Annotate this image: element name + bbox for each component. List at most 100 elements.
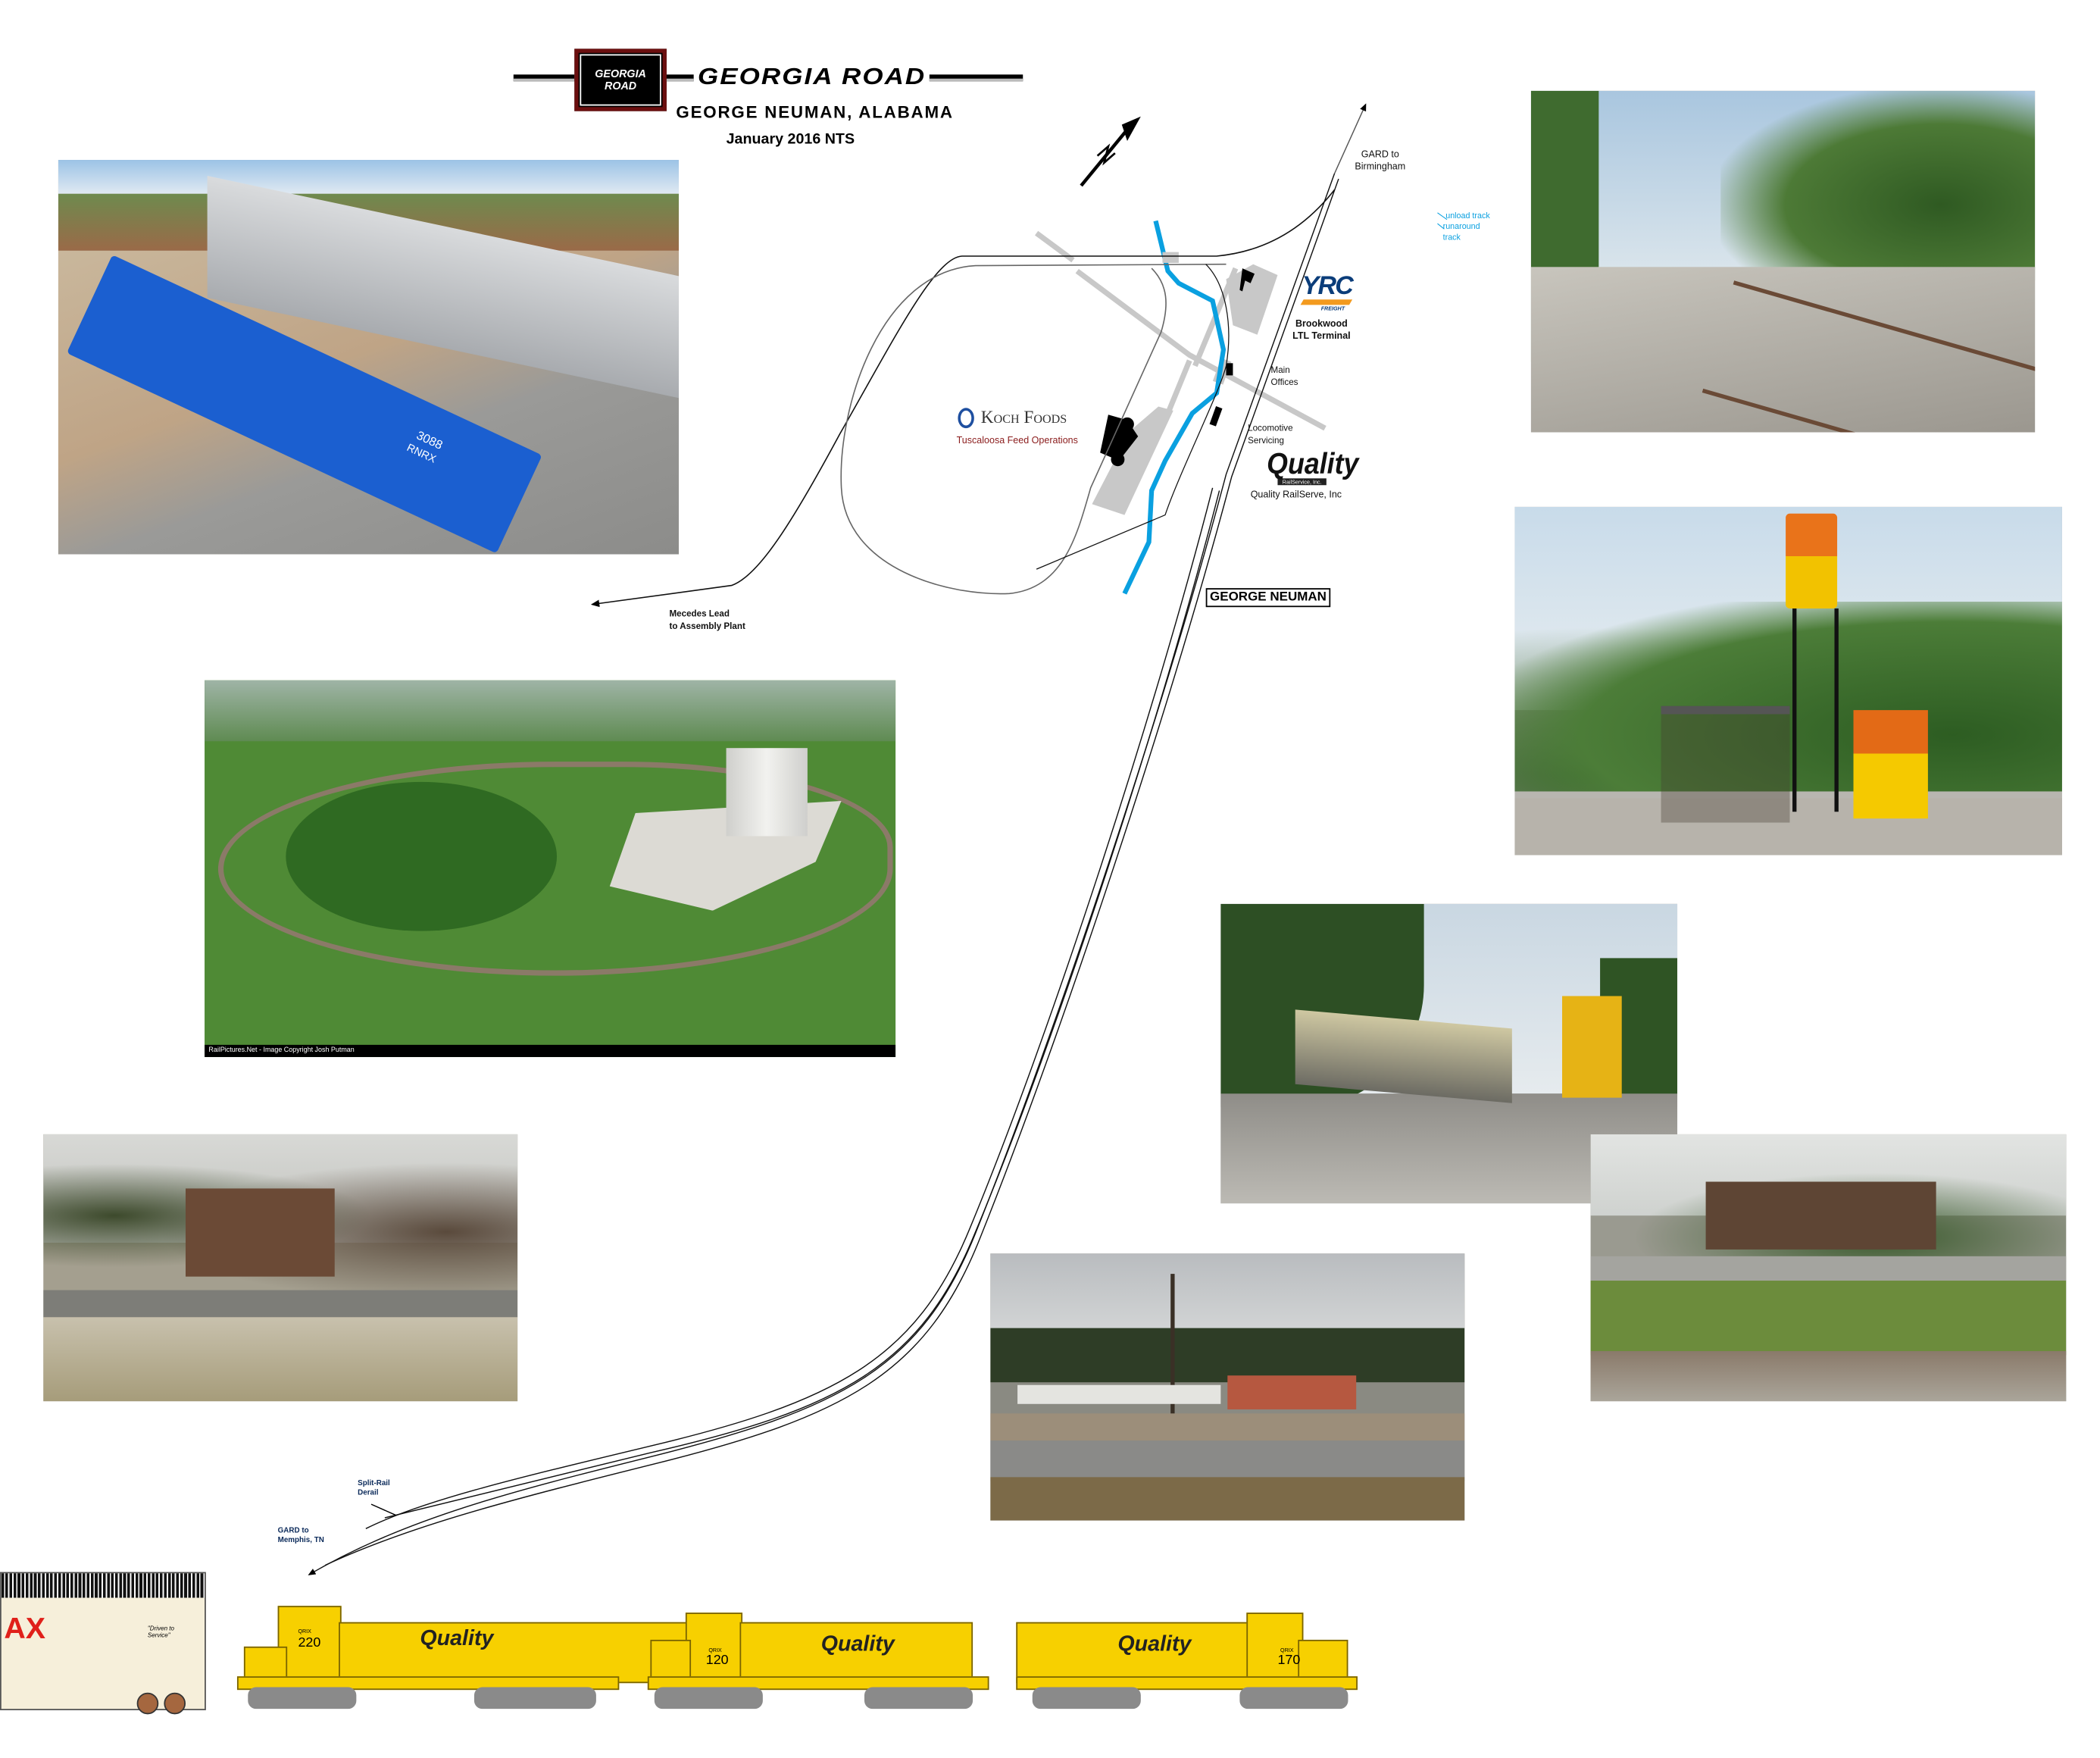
- depot-building: [1705, 1181, 1936, 1250]
- terminal-building: [1227, 1375, 1357, 1409]
- yellow-autorack: [1562, 996, 1622, 1098]
- road-crossing: [1162, 252, 1179, 263]
- label-line: Main: [1270, 365, 1290, 376]
- main-track: [324, 178, 1339, 1566]
- loco-number: 120: [705, 1653, 729, 1669]
- quality-logo-sub: RailService, Inc.: [1277, 478, 1327, 486]
- main-track: [365, 487, 1214, 1529]
- koch-rooster-icon: [958, 407, 974, 428]
- truck: [864, 1687, 973, 1710]
- photo-stone-house: [43, 1134, 518, 1402]
- header-rule-mid: [666, 74, 694, 82]
- engine-house: [1209, 406, 1223, 427]
- railroad-title: GEORGIA ROAD: [698, 64, 927, 90]
- loco-servicing-label: Locomotive Servicing: [1248, 424, 1292, 447]
- truck: [1032, 1687, 1141, 1710]
- servicing-shed: [1661, 705, 1790, 823]
- orange-locomotive: [1853, 710, 1928, 819]
- mercedes-lead-label: Mecedes Lead to Assembly Plant: [669, 610, 745, 633]
- yrc-logo-text: YRC: [1302, 272, 1354, 302]
- location-title: GEORGE NEUMAN, ALABAMA: [676, 102, 954, 122]
- loco-reporting-marks: QRIX: [298, 1627, 311, 1634]
- quality-logo: Quality RailService, Inc.: [1267, 448, 1359, 486]
- yrc-terminal-label: Brookwood LTL Terminal: [1292, 320, 1351, 343]
- birmingham-label: GARD to Birmingham: [1355, 151, 1405, 174]
- main-office-building: [1226, 363, 1233, 376]
- koch-silo: [1111, 452, 1125, 467]
- boxcar-lettering: AX: [4, 1611, 46, 1646]
- truck: [1239, 1687, 1348, 1710]
- station-sign: GEORGE NEUMAN: [1205, 588, 1331, 608]
- roads: [1034, 230, 1327, 431]
- photo-blue-locomotives: 3088 RNRX: [58, 160, 679, 555]
- yrc-logo-sub: FREIGHT: [1320, 305, 1345, 312]
- loop-track-aerial: [217, 762, 893, 976]
- photo-mainline-tracks: [1530, 90, 2036, 433]
- main-offices-label: Main Offices: [1271, 366, 1298, 389]
- koch-logo-text: Koch Foods: [980, 406, 1067, 427]
- forest-inside-loop: [286, 781, 558, 931]
- label-line: GARD to: [277, 1527, 309, 1536]
- koch-foods-logo: Koch Foods: [958, 407, 1067, 429]
- yrc-lot: [1226, 264, 1278, 335]
- locomotive-120: QRIX 120 Quality: [647, 1606, 1003, 1714]
- photo-aerial-feed-mill: RailPictures.Net - Image Copyright Josh …: [205, 680, 896, 1057]
- quality-railserve-label: Quality RailServe, Inc: [1250, 490, 1342, 500]
- photo-caption: RailPictures.Net - Image Copyright Josh …: [208, 1046, 355, 1055]
- water-tower: [1786, 513, 1838, 608]
- label-line: Memphis, TN: [277, 1537, 324, 1545]
- buildings: [1100, 268, 1255, 467]
- birmingham-lead: [1333, 103, 1367, 174]
- stone-building: [186, 1188, 335, 1277]
- yrc-logo: YRC FREIGHT: [1300, 272, 1354, 312]
- derail-pointer: [370, 1503, 396, 1516]
- loco-number: 220: [298, 1635, 321, 1651]
- quality-logo-text: Quality: [820, 1633, 895, 1656]
- locomotive-220: QRIX 220 Quality: [223, 1606, 711, 1714]
- photo-depot-crossing: [1590, 1134, 2067, 1402]
- yrc-building: [1239, 268, 1255, 292]
- label-line: Locomotive: [1248, 424, 1293, 434]
- yrc-spur: [1036, 264, 1230, 570]
- yrc-swoosh: [1300, 299, 1353, 305]
- logo-text: GEORGIA ROAD: [595, 67, 646, 92]
- main-track: [384, 490, 1220, 1519]
- legend-tick: [1437, 212, 1448, 221]
- date-label: January 2016 NTS: [726, 131, 855, 148]
- photo-caption-bar: RailPictures.Net - Image Copyright Josh …: [205, 1044, 896, 1057]
- photo-locomotive-servicing: [1514, 506, 2062, 856]
- boxcar-slogan: "Driven to Service": [147, 1625, 175, 1639]
- truck: [654, 1687, 763, 1710]
- legend-runaround-track-cont: track: [1442, 234, 1461, 243]
- label-line: LTL Terminal: [1292, 331, 1351, 341]
- georgia-road-logo: GEORGIA ROAD: [574, 48, 667, 111]
- header-rule-left: [513, 74, 575, 82]
- track-legend: unload track runaround track: [1443, 211, 1490, 244]
- trailers: [1017, 1384, 1221, 1404]
- legend-unload-track: unload track: [1445, 212, 1490, 221]
- label-line: Servicing: [1248, 435, 1284, 446]
- loop-track-inner: [840, 263, 1227, 595]
- truck: [473, 1687, 596, 1710]
- road: [1075, 268, 1327, 431]
- split-rail-derail-label: Split-Rail Derail: [358, 1480, 390, 1499]
- label-line: Birmingham: [1355, 161, 1406, 172]
- road: [1165, 359, 1192, 414]
- quality-logo-text: Quality: [1267, 448, 1359, 482]
- koch-lot: [1092, 406, 1173, 515]
- loco-number: 170: [1277, 1653, 1301, 1669]
- photo-yrc-terminal: [990, 1253, 1465, 1521]
- quality-logo-text: Quality: [1117, 1633, 1192, 1656]
- label-line: Derail: [358, 1489, 379, 1498]
- loco-reporting-marks: QRIX: [708, 1646, 722, 1653]
- utility-pole: [1170, 1274, 1175, 1423]
- silos: [726, 748, 808, 837]
- georgia-road-boxcar: AX "Driven to Service": [0, 1572, 206, 1715]
- main-line: [308, 103, 1367, 1575]
- label-line: Offices: [1270, 377, 1298, 387]
- memphis-label: GARD to Memphis, TN: [278, 1528, 324, 1547]
- north-arrow-icon: [1080, 116, 1141, 187]
- quality-logo-text: Quality: [420, 1627, 494, 1651]
